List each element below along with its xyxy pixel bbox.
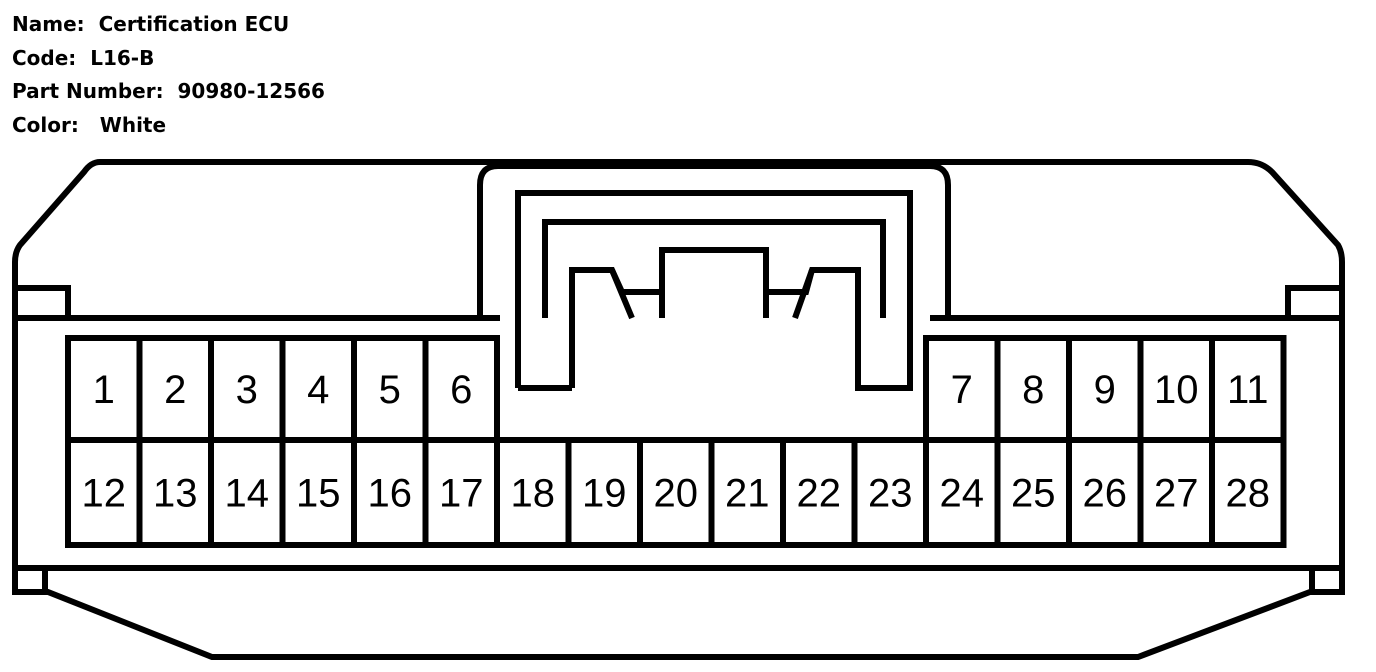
name-label: Name: <box>12 12 85 36</box>
pin-cavity-11 <box>1209 335 1287 443</box>
pin-cavity-28 <box>1209 437 1287 548</box>
pin-number-11: 11 <box>1227 368 1269 412</box>
pin-cavity-10 <box>1137 335 1215 443</box>
latch-inner-frame <box>542 219 886 318</box>
pin-number-9: 9 <box>1094 368 1116 412</box>
pin-number-16: 16 <box>368 472 413 516</box>
pin-cavity-27 <box>1137 437 1215 548</box>
pin-number-2: 2 <box>164 368 186 412</box>
pin-number-5: 5 <box>379 368 401 412</box>
pin-number-10: 10 <box>1154 368 1199 412</box>
pin-number-17: 17 <box>439 472 484 516</box>
pin-number-22: 22 <box>797 472 842 516</box>
pin-number-8: 8 <box>1022 368 1044 412</box>
info-color-row: Color: White <box>12 109 325 143</box>
latch-outer-frame <box>515 190 913 391</box>
pin-number-7: 7 <box>951 368 973 412</box>
code-label: Code: <box>12 45 77 70</box>
bottom-right-foot <box>1309 565 1342 592</box>
pin-cavity-18 <box>494 437 572 548</box>
pin-number-4: 4 <box>307 368 329 412</box>
pin-cavity-22 <box>780 437 858 548</box>
pin-number-12: 12 <box>82 472 127 516</box>
code-value: L16-B <box>90 45 155 70</box>
pin-cavity-14 <box>208 437 286 548</box>
latch-center-tab <box>659 247 769 318</box>
color-value: White <box>99 112 167 137</box>
part-label: Part Number: <box>12 79 164 103</box>
connector-info: Name: Certification ECU Code: L16-B Part… <box>12 8 325 142</box>
pin-number-14: 14 <box>225 472 270 516</box>
pin-number-13: 13 <box>153 472 198 516</box>
color-label: Color: <box>12 112 79 137</box>
center-hood <box>477 163 951 318</box>
housing-outline <box>12 159 1345 660</box>
pin-number-27: 27 <box>1154 472 1199 516</box>
pin-number-21: 21 <box>725 472 770 516</box>
pin-cavity-12 <box>65 437 143 548</box>
pin-number-28: 28 <box>1226 472 1271 516</box>
part-value: 90980-12566 <box>177 79 325 103</box>
latch-tab-right-link <box>766 269 815 295</box>
pin-cavity-1 <box>65 335 143 443</box>
pin-cavity-8 <box>994 335 1072 443</box>
pin-cavity-26 <box>1066 437 1144 548</box>
info-name-row: Name: Certification ECU <box>12 8 325 42</box>
pin-number-26: 26 <box>1083 472 1128 516</box>
left-side-notch <box>15 285 71 318</box>
pin-number-18: 18 <box>511 472 556 516</box>
pin-number-1: 1 <box>93 368 115 412</box>
bottom-left-foot <box>15 565 48 592</box>
pin-number-3: 3 <box>236 368 258 412</box>
pin-number-24: 24 <box>940 472 985 516</box>
latch-tab-left-link <box>609 268 662 295</box>
pin-number-19: 19 <box>582 472 627 516</box>
info-part-row: Part Number: 90980-12566 <box>12 75 325 109</box>
pin-number-20: 20 <box>654 472 699 516</box>
name-value: Certification ECU <box>98 12 290 36</box>
pin-number-6: 6 <box>450 368 472 412</box>
pin-cavity-19 <box>565 437 643 548</box>
pin-number-23: 23 <box>868 472 913 516</box>
pin-cavity-25 <box>994 437 1072 548</box>
info-code-row: Code: L16-B <box>12 42 325 76</box>
right-side-notch <box>1285 285 1342 318</box>
pin-number-25: 25 <box>1011 472 1056 516</box>
pin-number-15: 15 <box>296 472 341 516</box>
